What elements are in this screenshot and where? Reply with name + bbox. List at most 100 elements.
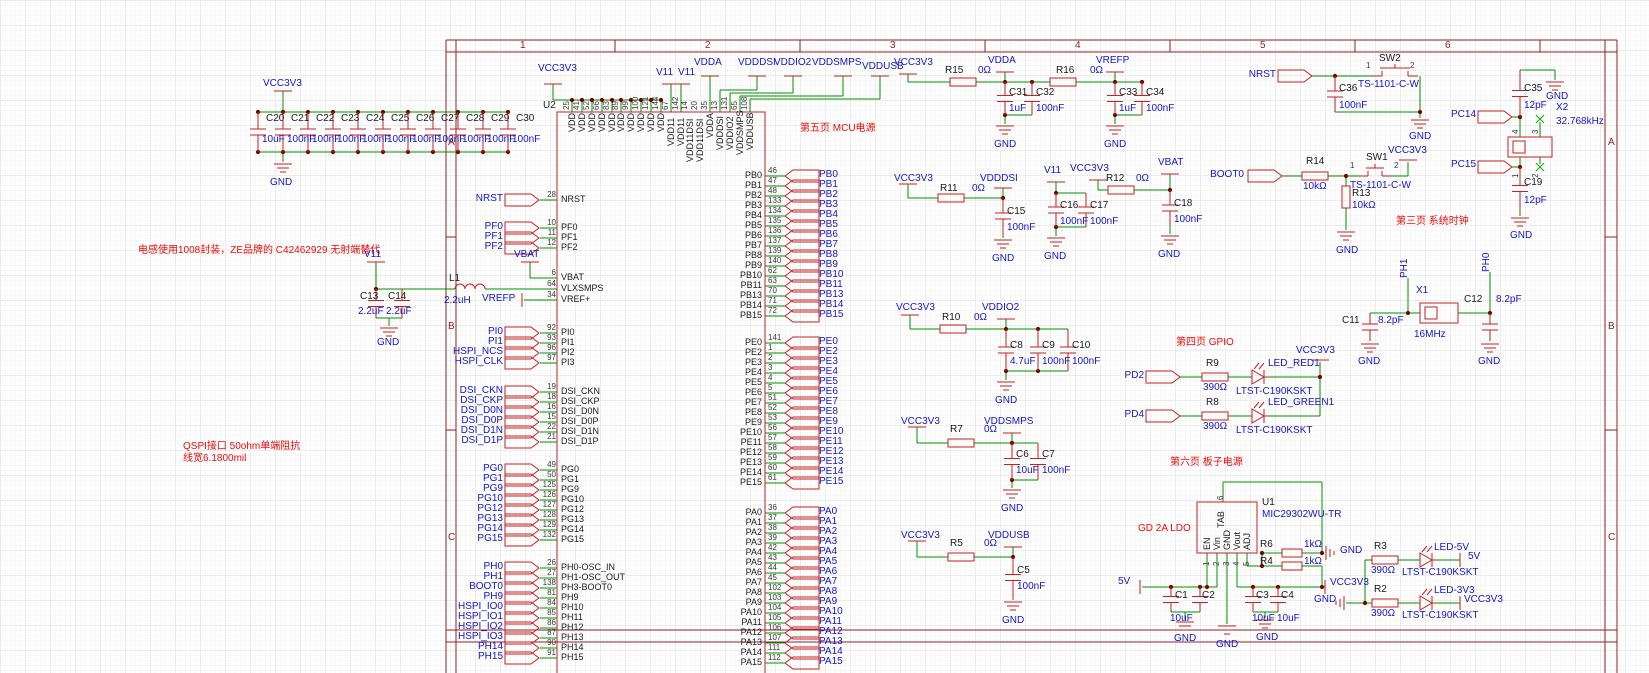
pin-name[interactable]: PA5 — [745, 557, 762, 567]
net-label[interactable]: 100nF — [362, 134, 391, 145]
pin-name[interactable]: PI0 — [561, 327, 575, 337]
net-label[interactable]: 2.2uF — [358, 306, 384, 317]
pin-number[interactable]: 3 — [768, 363, 773, 372]
net-label[interactable]: 100nF — [412, 134, 441, 145]
net-label[interactable]: PA8 — [819, 586, 838, 597]
pin-number[interactable]: 47 — [768, 176, 777, 185]
net-label[interactable]: VCC3V3 — [1330, 577, 1369, 588]
net-label[interactable]: PE0 — [819, 336, 838, 347]
pin-number[interactable]: 83 — [602, 101, 611, 110]
refdes-label[interactable]: SW1 — [1366, 152, 1388, 163]
net-label[interactable]: BOOT0 — [469, 581, 503, 592]
pin-number[interactable]: 60 — [768, 463, 777, 472]
pin-name[interactable]: PB9 — [744, 260, 762, 270]
pin-name[interactable]: PA9 — [745, 597, 762, 607]
inductor-symbol[interactable] — [454, 283, 486, 290]
pin-name[interactable]: VDD — [626, 112, 636, 132]
refdes-label[interactable]: C31 — [1009, 87, 1028, 98]
pin-number[interactable]: 59 — [768, 453, 777, 462]
pin-number[interactable]: 51 — [768, 393, 777, 402]
pin-number[interactable]: 43 — [768, 553, 777, 562]
pin-number[interactable]: 138 — [542, 578, 556, 587]
junction-dot[interactable] — [628, 97, 634, 103]
pin-name[interactable]: PF1 — [561, 232, 578, 242]
pin-name[interactable]: DSI_D0N — [561, 406, 600, 416]
net-label[interactable]: 10kΩ — [1303, 181, 1327, 192]
pin-name[interactable]: PA11 — [741, 617, 762, 627]
pin-name[interactable]: PB14 — [739, 300, 762, 310]
net-label[interactable]: GND — [1001, 503, 1024, 514]
refdes-label[interactable]: C36 — [1339, 83, 1358, 94]
net-label[interactable]: LTST-C190KSKT — [1236, 425, 1313, 436]
pin-name[interactable]: VDD11DSI — [685, 118, 695, 162]
net-flag[interactable] — [1145, 370, 1181, 384]
net-label[interactable]: 12pF — [1524, 195, 1547, 206]
pin-name[interactable]: PE12 — [739, 447, 762, 457]
net-label[interactable]: PE13 — [819, 456, 844, 467]
net-label[interactable]: VCC3V3 — [894, 173, 933, 184]
pin-number[interactable]: 67 — [661, 101, 670, 110]
refdes-label[interactable]: C3 — [1256, 590, 1269, 601]
pin-name[interactable]: ADJ — [1242, 532, 1252, 550]
refdes-label[interactable]: C28 — [466, 113, 485, 124]
pin-number[interactable]: 28 — [547, 190, 556, 199]
pin-name[interactable]: VDD11DSI — [695, 118, 705, 162]
net-label[interactable]: PG13 — [477, 513, 503, 524]
pin-number[interactable]: 91 — [547, 648, 556, 657]
pin-number[interactable]: 127 — [542, 500, 556, 509]
net-label[interactable]: 0Ω — [1090, 65, 1104, 76]
pin-number[interactable]: 45 — [768, 573, 777, 582]
net-label[interactable]: V11 — [1044, 165, 1062, 176]
net-label[interactable]: VCC3V3 — [896, 302, 935, 313]
net-label[interactable]: HSPI_CLK — [454, 356, 503, 367]
pin-name[interactable]: PH11 — [561, 612, 583, 622]
pin-number[interactable]: 2 — [1410, 61, 1415, 70]
net-label[interactable]: 4.7uF — [1010, 356, 1036, 367]
net-label[interactable]: DSI_D0N — [460, 405, 503, 416]
net-label[interactable]: PG15 — [477, 533, 503, 544]
pin-name[interactable]: PA12 — [740, 627, 762, 637]
net-label[interactable]: GND — [1314, 594, 1337, 605]
pin-number[interactable]: 129 — [542, 520, 556, 529]
net-label[interactable]: GND — [1256, 632, 1279, 643]
pin-number[interactable]: 27 — [547, 568, 556, 577]
net-label[interactable]: 0Ω — [978, 65, 992, 76]
pin-name[interactable]: PA10 — [740, 607, 762, 617]
net-label[interactable]: LTST-C190KSKT — [1402, 567, 1479, 578]
pin-number[interactable]: 52 — [582, 101, 591, 110]
pin-number[interactable]: 15 — [547, 412, 556, 421]
refdes-label[interactable]: C25 — [391, 113, 410, 124]
crystal-inner[interactable] — [1512, 140, 1526, 154]
net-label[interactable]: VDDSMPS — [812, 57, 862, 68]
junction-dot[interactable] — [1362, 600, 1368, 606]
net-label[interactable]: PB2 — [819, 189, 838, 200]
pin-name[interactable]: VDDUSB — [745, 112, 755, 150]
pin-number[interactable]: 57 — [768, 433, 777, 442]
net-label[interactable]: PB4 — [819, 209, 838, 220]
refdes-label[interactable]: C18 — [1174, 198, 1193, 209]
net-label[interactable]: 1uF — [1009, 103, 1027, 114]
net-label[interactable]: BOOT0 — [1210, 169, 1244, 180]
pin-name[interactable]: PE7 — [744, 397, 762, 407]
pin-name[interactable]: VDD — [587, 112, 597, 132]
refdes-label[interactable]: C15 — [1007, 206, 1026, 217]
pin-name[interactable]: DSI_CKN — [561, 386, 601, 396]
net-label[interactable]: PE15 — [819, 476, 844, 487]
net-label[interactable]: PE7 — [819, 396, 838, 407]
resistor-symbol[interactable] — [1371, 555, 1399, 565]
pin-number[interactable]: 11 — [547, 228, 556, 237]
annotation-text[interactable]: 第三页 系统时钟 — [1396, 216, 1469, 227]
pin-name[interactable]: PA2 — [745, 527, 762, 537]
net-flag[interactable] — [784, 476, 820, 490]
net-label[interactable]: GND — [995, 395, 1018, 406]
net-label[interactable]: 8.2pF — [1496, 294, 1522, 305]
pin-number[interactable]: 41 — [572, 101, 581, 110]
net-label[interactable]: HSPI_IO1 — [457, 611, 503, 622]
resistor-symbol[interactable] — [1341, 185, 1351, 209]
net-label[interactable]: GND — [1002, 615, 1025, 626]
net-label[interactable]: PE14 — [819, 466, 844, 477]
net-label[interactable]: PB15 — [819, 309, 844, 320]
net-label[interactable]: 100nF — [1060, 216, 1089, 227]
resistor-symbol[interactable] — [1107, 185, 1135, 195]
net-label[interactable]: PA6 — [819, 566, 838, 577]
